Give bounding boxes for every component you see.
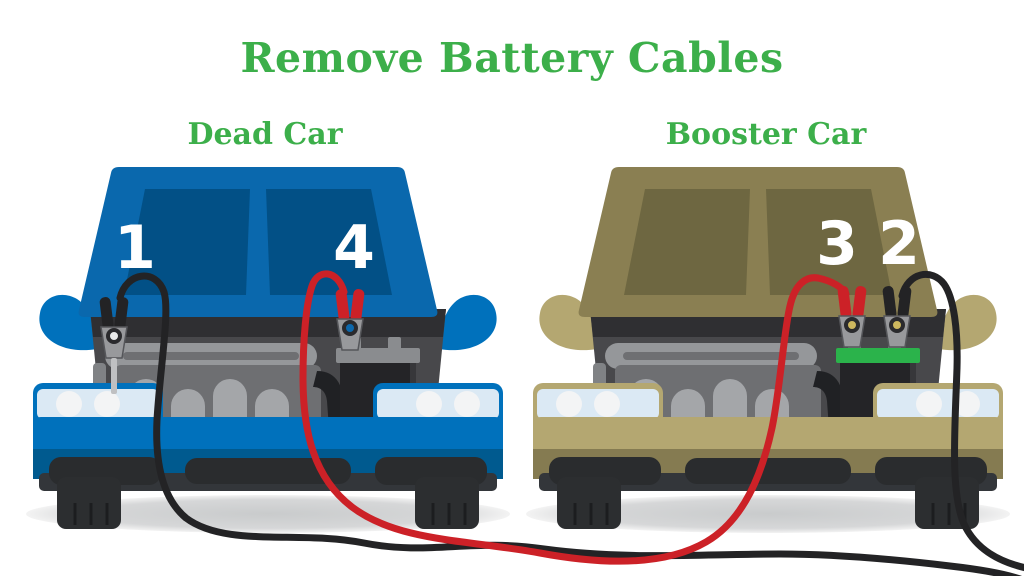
negative-jumper-cable-ground-run <box>116 272 1022 576</box>
step-number-2: 2 <box>878 209 920 279</box>
clamp-3-positive-booster-car <box>837 286 867 348</box>
dead-car-label: Dead Car <box>187 117 343 152</box>
dead-car-illustration <box>24 165 512 535</box>
step-number-3: 3 <box>816 209 858 279</box>
step-number-1: 1 <box>114 213 156 283</box>
clamp-4-positive-dead-car <box>335 289 365 351</box>
positive-jumper-cable <box>299 270 850 565</box>
step-number-4: 4 <box>333 213 375 283</box>
page-title: Remove Battery Cables <box>240 34 783 82</box>
clamp-2-negative-booster-car <box>882 286 912 348</box>
negative-jumper-cable-booster-end <box>898 271 1024 572</box>
clamp-1-negative-dead-car <box>99 297 129 394</box>
booster-car-label: Booster Car <box>666 117 868 152</box>
booster-car-illustration <box>524 165 1012 535</box>
